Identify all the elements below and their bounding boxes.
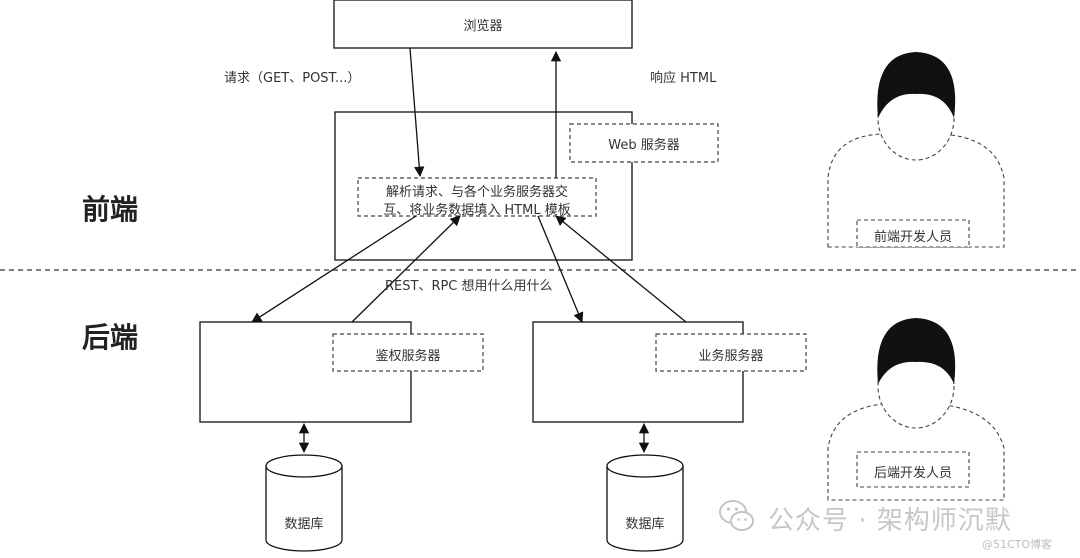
biz-server-label: 业务服务器 [698,349,764,364]
watermark-account: 公众号 · 架构师沉默 [768,506,1012,536]
parse-request-line-1: 解析请求、与各个业务服务器交 [385,185,568,200]
parse-request-box [357,177,597,217]
request-label: 请求（GET、POST...） [224,71,361,86]
database-left-icon [265,454,343,552]
parse-request-line-2: 互、将业务数据填入 HTML 模板 [383,203,571,218]
frontend-dev-label: 前端开发人员 [873,230,952,245]
request-arrow [409,47,425,178]
watermark-site: @51CTO博客 [982,538,1053,551]
database-left-label: 数据库 [284,517,324,532]
browser-label: 浏览器 [463,19,503,34]
response-label: 响应 HTML [650,71,717,86]
auth-arrow-down [251,215,417,323]
web-server-tag [569,123,719,163]
database-right-icon [606,454,684,552]
rest-rpc-label: REST、RPC 想用什么用什么 [385,279,553,294]
wechat-icon [719,500,754,531]
backend-developer-icon [827,318,1005,501]
auth-arrow-up [351,215,461,323]
frontend-zone-label: 前端 [82,193,139,226]
auth-server-label: 鉴权服务器 [375,349,441,364]
biz-arrow-up [555,215,687,323]
frontend-developer-icon [827,52,1005,248]
auth-server-tag [332,333,484,372]
biz-server-tag [655,333,807,372]
biz-arrow-down [537,215,584,323]
backend-zone-label: 后端 [82,321,139,354]
browser-box [333,0,633,49]
database-right-label: 数据库 [625,517,665,532]
web-server-label: Web 服务器 [608,138,680,153]
backend-dev-label: 后端开发人员 [873,466,952,481]
